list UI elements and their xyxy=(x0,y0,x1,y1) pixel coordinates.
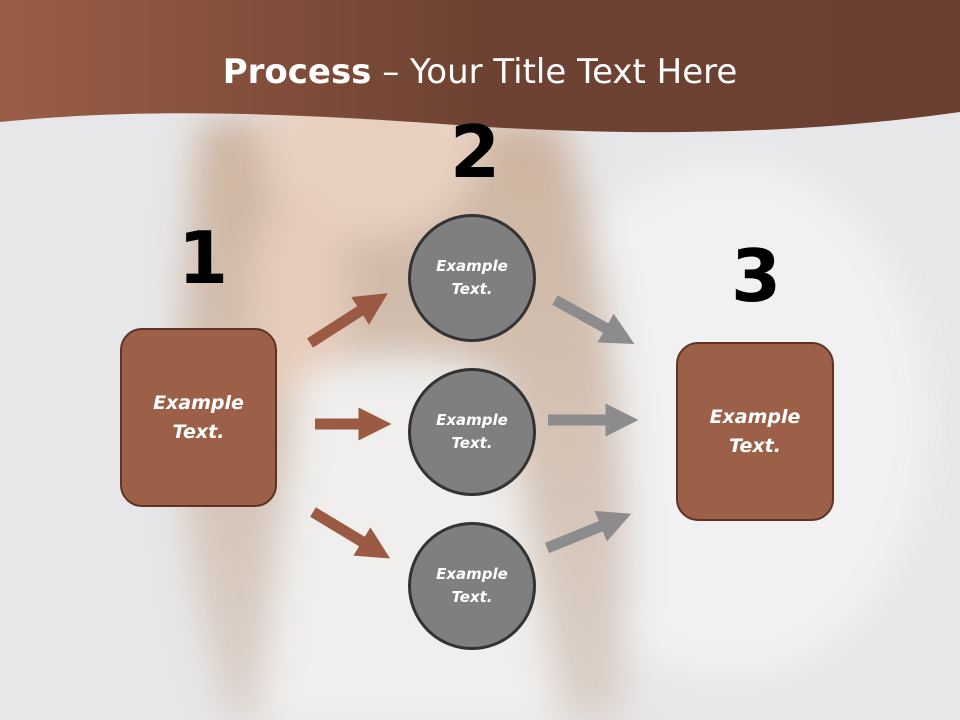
circle-line1: Example xyxy=(436,564,508,583)
right-box-line2: Text. xyxy=(729,434,781,457)
step-number-2: 2 xyxy=(450,110,501,194)
circle-line1: Example xyxy=(436,410,508,429)
top-circle: Example Text. xyxy=(408,214,536,342)
left-process-box: Example Text. xyxy=(120,328,277,507)
title-rest: – Your Title Text Here xyxy=(371,52,738,92)
right-box-line1: Example xyxy=(709,406,801,428)
arrow-left-to-top xyxy=(307,293,388,348)
left-box-line2: Text. xyxy=(172,420,225,443)
circle-line2: Text. xyxy=(451,434,493,452)
middle-circle: Example Text. xyxy=(408,368,536,496)
slide-title: Process – Your Title Text Here xyxy=(0,52,960,92)
circle-line1: Example xyxy=(436,256,508,275)
bottom-circle: Example Text. xyxy=(408,522,536,650)
step-number-3: 3 xyxy=(731,234,782,318)
step-number-1: 1 xyxy=(178,216,229,300)
left-box-line1: Example xyxy=(153,392,244,414)
arrow-top-to-right xyxy=(552,295,635,344)
arrow-left-to-bottom xyxy=(310,507,391,559)
title-bold: Process xyxy=(222,52,372,92)
arrow-bottom-to-right xyxy=(544,510,632,554)
circle-line2: Text. xyxy=(451,280,493,298)
circle-line2: Text. xyxy=(451,588,493,606)
title-banner xyxy=(0,0,960,133)
right-process-box: Example Text. xyxy=(676,342,834,521)
